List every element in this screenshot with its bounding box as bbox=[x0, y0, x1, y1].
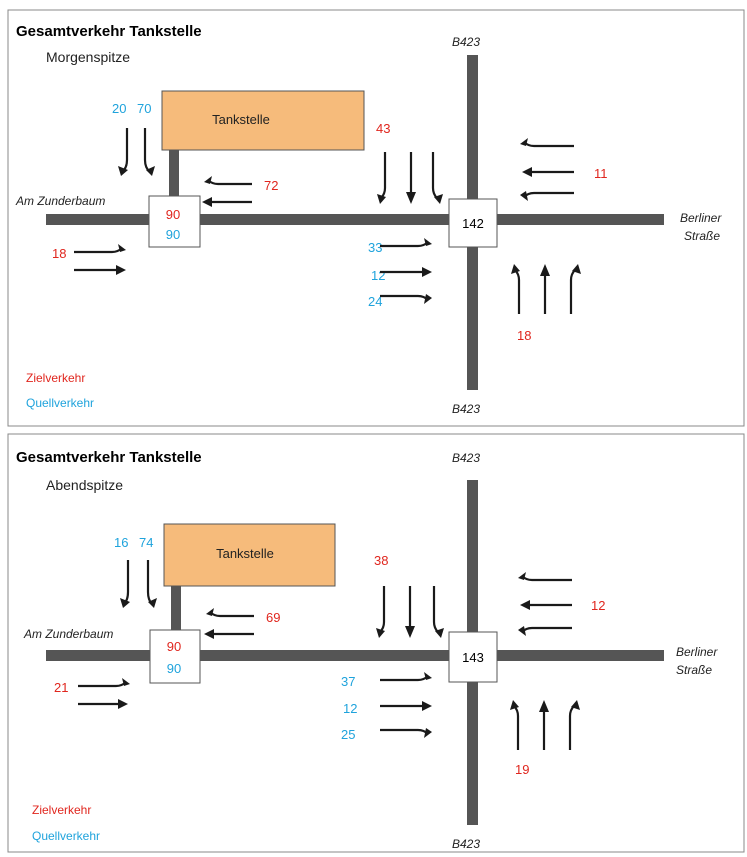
junction-ziel-value: 90 bbox=[167, 639, 181, 654]
road-label-south: B423 bbox=[452, 837, 480, 851]
station-block bbox=[163, 523, 336, 587]
east-out-right-value: 25 bbox=[341, 727, 355, 742]
arrows-to-station bbox=[204, 608, 254, 639]
arrows-station-vertical bbox=[118, 128, 155, 176]
east-in-value: 12 bbox=[591, 598, 605, 613]
station-in-value: 72 bbox=[264, 178, 278, 193]
main-intersection-box bbox=[448, 198, 498, 248]
panel-frame bbox=[7, 433, 745, 853]
station-access-road bbox=[169, 150, 179, 198]
station-in-value: 69 bbox=[266, 610, 280, 625]
evening-diagram: Gesamtverkehr Tankstelle Abendspitze Tan… bbox=[7, 433, 745, 853]
panel-morning: Gesamtverkehr Tankstelle Morgenspitze Ta… bbox=[0, 0, 747, 428]
legend-quellverkehr: Quellverkehr bbox=[32, 829, 100, 843]
road-label-south: B423 bbox=[452, 402, 480, 416]
east-in-value: 11 bbox=[594, 166, 608, 181]
panel-evening: Gesamtverkehr Tankstelle Abendspitze Tan… bbox=[0, 428, 747, 856]
road-label-north: B423 bbox=[452, 35, 480, 49]
street-label-east-1: Berliner bbox=[676, 645, 718, 659]
arrows-west bbox=[74, 244, 126, 275]
station-label: Tankstelle bbox=[212, 112, 270, 127]
left-out-value: 70 bbox=[137, 101, 151, 116]
station-junction-box bbox=[149, 629, 201, 684]
panel-subtitle: Abendspitze bbox=[46, 477, 123, 493]
intersection-value: 142 bbox=[462, 216, 484, 231]
east-out-right-value: 24 bbox=[368, 294, 382, 309]
west-in-value: 21 bbox=[54, 680, 68, 695]
arrows-south bbox=[511, 264, 581, 314]
station-label: Tankstelle bbox=[216, 546, 274, 561]
morning-diagram: Gesamtverkehr Tankstelle Morgenspitze Ta… bbox=[7, 9, 745, 427]
arrows-outbound-east bbox=[380, 238, 432, 304]
left-in-value: 16 bbox=[114, 535, 128, 550]
junction-quell-value: 90 bbox=[167, 661, 181, 676]
intersection-value: 143 bbox=[462, 650, 484, 665]
arrows-to-station bbox=[202, 176, 252, 207]
arrows-station-vertical bbox=[120, 560, 157, 608]
east-out-left-value: 37 bbox=[341, 674, 355, 689]
east-out-straight-value: 12 bbox=[343, 701, 357, 716]
street-label-east-1: Berliner bbox=[680, 211, 722, 225]
legend-quellverkehr: Quellverkehr bbox=[26, 396, 94, 410]
panel-subtitle: Morgenspitze bbox=[46, 49, 130, 65]
left-in-value: 20 bbox=[112, 101, 126, 116]
legend-zielverkehr: Zielverkehr bbox=[26, 371, 85, 385]
arrows-east bbox=[518, 572, 572, 636]
north-in-value: 43 bbox=[376, 121, 390, 136]
arrows-outbound-east bbox=[380, 672, 432, 738]
arrows-south bbox=[510, 700, 580, 750]
arrows-north bbox=[376, 586, 444, 638]
main-intersection-box bbox=[448, 631, 498, 683]
street-label-east-2: Straße bbox=[676, 663, 712, 677]
west-in-value: 18 bbox=[52, 246, 66, 261]
panel-title: Gesamtverkehr Tankstelle bbox=[16, 449, 202, 466]
road-horizontal bbox=[46, 214, 664, 225]
road-label-north: B423 bbox=[452, 451, 480, 465]
arrows-east bbox=[520, 138, 574, 201]
north-in-value: 38 bbox=[374, 553, 388, 568]
legend-zielverkehr: Zielverkehr bbox=[32, 803, 91, 817]
arrows-north bbox=[377, 152, 443, 204]
street-label-west: Am Zunderbaum bbox=[15, 194, 105, 208]
panel-title: Gesamtverkehr Tankstelle bbox=[16, 23, 202, 40]
station-block bbox=[161, 90, 365, 151]
arrows-west bbox=[78, 678, 130, 709]
junction-quell-value: 90 bbox=[166, 227, 180, 242]
station-access-road bbox=[171, 586, 181, 632]
south-in-value: 18 bbox=[517, 328, 531, 343]
street-label-east-2: Straße bbox=[684, 229, 720, 243]
south-in-value: 19 bbox=[515, 762, 529, 777]
east-out-straight-value: 12 bbox=[371, 268, 385, 283]
station-junction-box bbox=[148, 195, 201, 248]
street-label-west: Am Zunderbaum bbox=[23, 627, 113, 641]
road-horizontal bbox=[46, 650, 664, 661]
left-out-value: 74 bbox=[139, 535, 153, 550]
east-out-left-value: 33 bbox=[368, 240, 382, 255]
junction-ziel-value: 90 bbox=[166, 207, 180, 222]
